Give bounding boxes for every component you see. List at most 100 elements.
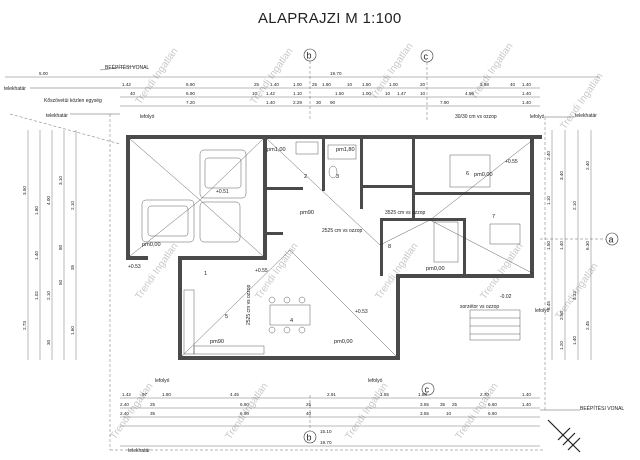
- small-notes: 2525 cm vs ozzop 3525 cm vs ozzop 2525 c…: [246, 114, 499, 325]
- svg-text:3.55: 3.55: [420, 402, 429, 407]
- left-dimension-chains: 3.50 1.80 4.00 2.73 1.02 3.10 2.10 1.40 …: [22, 130, 77, 360]
- svg-text:2.45: 2.45: [585, 321, 590, 330]
- svg-text:3.40: 3.40: [559, 171, 564, 180]
- svg-text:lefolyó: lefolyó: [530, 114, 545, 120]
- svg-text:30: 30: [46, 339, 51, 345]
- svg-text:2.40: 2.40: [585, 161, 590, 170]
- bedroom-furniture: [433, 154, 521, 263]
- svg-text:1.50: 1.50: [335, 91, 344, 96]
- svg-text:1.02: 1.02: [34, 291, 39, 300]
- svg-text:25: 25: [312, 82, 318, 87]
- svg-text:1.60: 1.60: [70, 326, 75, 335]
- svg-text:4.99: 4.99: [465, 91, 474, 96]
- svg-text:3525 cm vs ozzop: 3525 cm vs ozzop: [385, 210, 426, 216]
- svg-text:6.90: 6.90: [186, 82, 195, 87]
- room-num-gardrob: 8: [388, 244, 391, 250]
- svg-text:+0.55: +0.55: [255, 268, 268, 274]
- svg-text:1.88: 1.88: [418, 392, 427, 397]
- svg-text:1.80: 1.80: [34, 206, 39, 215]
- svg-text:1.42: 1.42: [266, 91, 275, 96]
- svg-text:c: c: [425, 385, 430, 395]
- svg-text:2525 cm vs ozzop: 2525 cm vs ozzop: [246, 284, 252, 325]
- room-code-gardrob: pm90: [300, 210, 314, 216]
- svg-text:10: 10: [385, 91, 391, 96]
- svg-text:2.73: 2.73: [22, 321, 27, 330]
- bottom-dimension-chain: 1.42 97 1.80 4.45 2.91 1.55 1.88 2.70 1.…: [120, 392, 540, 447]
- svg-text:+0.53: +0.53: [128, 264, 141, 270]
- watermark-1: Trendi Ingatlan: [133, 46, 180, 107]
- svg-text:1.50: 1.50: [546, 241, 551, 250]
- svg-text:2.29: 2.29: [293, 100, 302, 105]
- bathroom-fixtures: [295, 141, 357, 179]
- label-telekhatar-right: telekhatár: [575, 113, 597, 119]
- label-beepitesi-vonal-bottom: BEÉPÍTÉSI VONAL: [580, 405, 624, 412]
- room-code-bedroom: pm0,00: [474, 172, 493, 178]
- label-telekhatar-bottom: telekhatár: [128, 448, 150, 454]
- watermark-13: Trendi Ingatlan: [343, 381, 390, 442]
- svg-text:10: 10: [347, 82, 353, 87]
- room-num-kitchen: 5: [225, 314, 228, 320]
- axis-marker-c-top: c: [420, 49, 434, 120]
- dim-top-overall: 19.70: [330, 71, 342, 76]
- svg-text:3.68: 3.68: [480, 82, 489, 87]
- dim-bottom-row4: 15.10: [320, 429, 332, 434]
- lefolyo-labels: lefolyó lefolyó lefolyó lefolyó lefolyó: [140, 114, 550, 384]
- svg-text:1.60: 1.60: [322, 82, 331, 87]
- svg-text:lefolyó: lefolyó: [535, 308, 550, 314]
- svg-text:+0.53: +0.53: [355, 309, 368, 315]
- svg-text:40: 40: [510, 82, 516, 87]
- roof-lines: [129, 138, 535, 357]
- svg-text:1.40: 1.40: [522, 82, 531, 87]
- svg-text:2.40: 2.40: [120, 402, 129, 407]
- svg-text:-0.02: -0.02: [500, 294, 512, 300]
- room-code-szoba: pm0,00: [426, 266, 445, 272]
- svg-text:+0.55: +0.55: [505, 159, 518, 165]
- svg-text:1.40: 1.40: [522, 91, 531, 96]
- room-num-bedroom: 6: [466, 171, 469, 177]
- label-beepitesi-vonal-top: BEÉPÍTÉSI VONAL: [105, 64, 149, 71]
- svg-text:1.20: 1.20: [559, 341, 564, 350]
- north-arrow-icon: [547, 419, 581, 453]
- svg-text:1.10: 1.10: [293, 91, 302, 96]
- svg-text:1.00: 1.00: [293, 82, 302, 87]
- axis-marker-a-right: a: [540, 232, 619, 246]
- svg-text:1.47: 1.47: [397, 91, 406, 96]
- svg-text:20: 20: [420, 82, 426, 87]
- property-lines: [109, 114, 546, 451]
- svg-text:b: b: [307, 51, 312, 61]
- svg-text:c: c: [424, 52, 429, 62]
- svg-text:97: 97: [142, 392, 148, 397]
- svg-text:25: 25: [306, 402, 312, 407]
- svg-text:1.00: 1.00: [362, 91, 371, 96]
- axis-marker-b-bottom: b: [303, 395, 317, 444]
- svg-text:2.40: 2.40: [120, 411, 129, 416]
- svg-text:6.90: 6.90: [186, 91, 195, 96]
- svg-text:1.40: 1.40: [34, 251, 39, 260]
- svg-text:1.40: 1.40: [270, 82, 279, 87]
- svg-text:50: 50: [58, 279, 63, 285]
- svg-text:6.60: 6.60: [488, 402, 497, 407]
- svg-text:80: 80: [58, 244, 63, 250]
- svg-text:40: 40: [306, 411, 312, 416]
- watermark-5: Trendi Ingatlan: [558, 71, 605, 132]
- room-num-garage: 1: [204, 271, 207, 277]
- watermark-2: Trendi Ingatlan: [248, 46, 295, 107]
- room-num-living: 4: [290, 318, 293, 324]
- building-walls: [126, 135, 542, 360]
- room-code-garage: pm0,00: [142, 242, 161, 248]
- svg-text:25: 25: [150, 402, 156, 407]
- svg-text:4.45: 4.45: [230, 392, 239, 397]
- svg-text:90: 90: [330, 100, 336, 105]
- svg-text:1.40: 1.40: [522, 392, 531, 397]
- svg-text:lefolyó: lefolyó: [155, 378, 170, 384]
- svg-text:35: 35: [70, 264, 75, 270]
- kitchen-counter: [183, 289, 265, 355]
- axis-marker-c-bottom: c: [421, 382, 435, 396]
- room-code-bath: pm1,80: [336, 147, 355, 153]
- svg-text:30: 30: [316, 100, 322, 105]
- drawing-title: ALAPRAJZI M 1:100: [258, 10, 402, 27]
- dining-table: [268, 296, 311, 334]
- svg-text:10: 10: [252, 91, 258, 96]
- room-num-bath: 3: [336, 174, 339, 180]
- top-left-annotations: BEÉPÍTÉSI VONAL telekhatár Kőszövetüi kö…: [4, 64, 149, 145]
